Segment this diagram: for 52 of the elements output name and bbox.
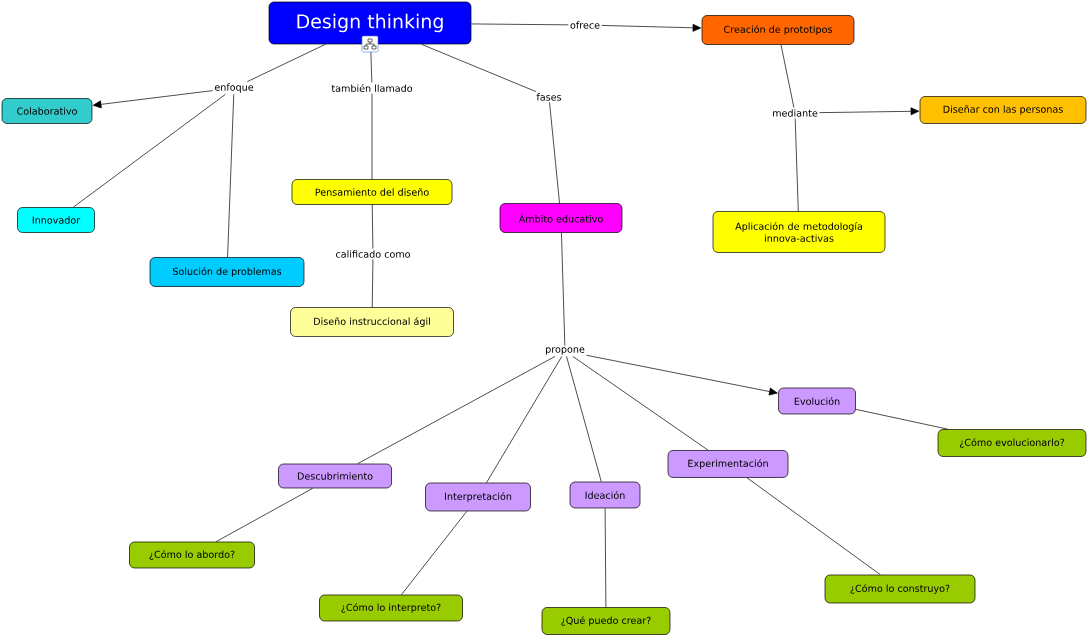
connector-line (855, 409, 949, 430)
arrow (601, 23, 702, 32)
title-box: Design thinking (268, 1, 472, 45)
linking-phrase: enfoque (212, 81, 256, 95)
concept-box: Descubrimiento (278, 463, 392, 489)
connector-line (357, 356, 556, 464)
connector-line (371, 93, 373, 180)
concept-box: ¿Qué puedo crear? (541, 607, 671, 635)
connector-line (371, 204, 374, 249)
concept-box: ¿Cómo evolucionarlo? (937, 429, 1087, 457)
connector-line (486, 356, 563, 483)
concept-box: ¿Cómo lo interpreto? (319, 594, 463, 622)
concept-box: ¿Cómo lo abordo? (129, 541, 255, 569)
connector-line (421, 44, 537, 92)
concept-box: Innovador (17, 207, 95, 233)
connector-line (471, 23, 569, 26)
concept-box: Creación de prototipos (701, 15, 855, 45)
connector-line (371, 259, 374, 308)
connector-line (561, 232, 566, 346)
linking-phrase: calificado como (333, 248, 413, 260)
concept-box: ¿Cómo lo construyo? (824, 574, 976, 604)
connector-line (794, 118, 799, 212)
concept-box: Ideación (569, 481, 641, 509)
concept-box: Evolución (778, 387, 856, 415)
connector-line (746, 477, 881, 575)
linking-phrase: propone (543, 345, 587, 357)
concept-box: Pensamiento del diseño (291, 179, 453, 205)
connector-line (215, 488, 313, 542)
concept-box: Ámbito educativo (499, 203, 623, 233)
connector-line (572, 356, 709, 451)
linking-phrase: también llamado (329, 82, 415, 94)
concept-box: Diseñar con las personas (919, 96, 1087, 124)
concept-box: Diseño instruccional ágil (290, 307, 454, 337)
arrow (92, 90, 213, 109)
connector-line (72, 94, 226, 208)
connector-line (246, 44, 326, 82)
connector-line (549, 102, 560, 204)
linking-phrase: fases (534, 91, 564, 103)
concept-box: Solución de problemas (149, 257, 305, 287)
concept-box: Experimentación (667, 450, 789, 478)
linking-phrase: ofrece (568, 19, 602, 31)
arrow (819, 107, 920, 116)
linking-phrase: mediante (770, 107, 820, 119)
concept-box: Interpretación (425, 482, 531, 512)
connector-line (566, 356, 602, 482)
concept-box: Aplicación de metodología innova-activas (712, 211, 886, 253)
connector-line (604, 508, 607, 608)
connector-line (401, 511, 468, 595)
concept-box: Colaborativo (1, 98, 93, 124)
connector-line (780, 44, 795, 108)
arrow (586, 354, 778, 396)
connector-line (227, 94, 235, 258)
